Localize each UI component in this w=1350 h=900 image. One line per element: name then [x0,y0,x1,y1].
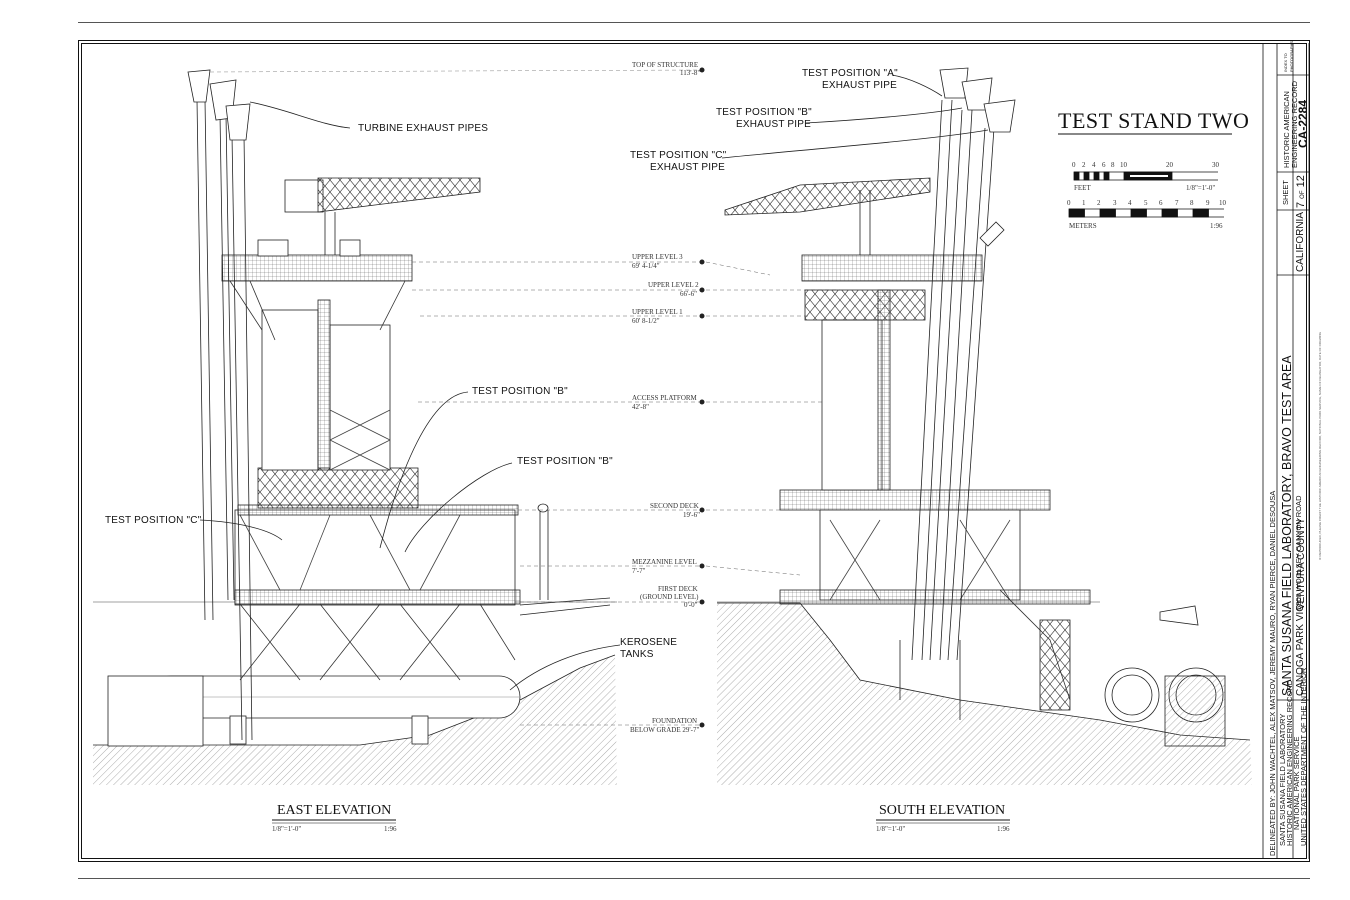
level-label: FIRST DECK [658,585,698,593]
south-elevation-scale: 1/8"=1'-0" [876,825,906,833]
east-elevation-drawing [93,69,701,785]
test-position-b-callout: TEST POSITION "B" [472,386,568,397]
level-label: UPPER LEVEL 3 [632,253,683,261]
sheet-label: SHEET [1281,179,1290,205]
record-number: CA-2284 [1296,99,1310,148]
level-label: UPPER LEVEL 2 [648,281,699,289]
level-value: 69' 4-1/4" [632,262,660,270]
project-state: CALIFORNIA [1295,211,1306,272]
east-elevation-ratio: 1:96 [384,825,397,833]
east-exhaust-pipes [187,69,701,741]
delineated-by: DELINEATED BY: JOHN WACHTEL, ALEX MATSOV… [1268,490,1277,856]
level-value: BELOW GRADE 29'-7" [630,726,700,734]
meters-ratio: 1:96 [1210,222,1223,230]
level-label: TOP OF STRUCTURE [632,61,699,69]
scale-tick: 3 [1113,199,1117,207]
project-county: VENTURA COUNTY [1296,517,1307,610]
south-elevation-title: SOUTH ELEVATION [879,803,1006,818]
south-elevation-drawing [717,67,1252,785]
kerosene-tanks-callout: KEROSENE [620,637,678,648]
scale-tick: 0 [1067,199,1071,207]
level-reference-lines [412,261,880,726]
scale-tick: 0 [1072,161,1076,169]
south-ground [717,603,1252,785]
scale-tick: 8 [1190,199,1194,207]
reproduction-note: IF REPRODUCED, PLEASE CREDIT THE HISTORI… [1318,332,1322,560]
test-position-c-callout: TEST POSITION "C" [105,515,202,526]
exhaust-b-callout: TEST POSITION "B" [716,107,812,118]
level-value: 66'-6" [680,290,697,298]
scale-tick: 6 [1102,161,1106,169]
south-tower [821,319,883,491]
exhaust-a-callout-2: EXHAUST PIPE [822,80,898,91]
east-tower-left [261,309,319,471]
feet-scale-bar [1073,171,1218,181]
meter-scale-bar [1068,208,1224,218]
meters-label: METERS [1069,222,1097,230]
sheet-bottom-edge [78,878,1310,879]
drawing-title: TEST STAND TWO [1058,108,1250,133]
level-label: FOUNDATION [652,717,698,725]
sheet-top-edge [78,22,1310,23]
index-line-1: INDEX TO [1283,53,1288,72]
turbine-exhaust-callout: TURBINE EXHAUST PIPES [358,123,489,134]
level-value: 42'-8" [632,403,649,411]
scale-tick: 6 [1159,199,1163,207]
south-elevation-ratio: 1:96 [997,825,1010,833]
feet-ratio: 1/8"=1'-0" [1186,184,1216,192]
east-elevation-scale: 1/8"=1'-0" [272,825,302,833]
title-block-lines [1262,43,1310,859]
scale-tick: 10 [1219,199,1226,207]
sheet-current: 7 [1295,201,1307,208]
exhaust-c-callout: TEST POSITION "C" [630,150,727,161]
scale-tick: 8 [1111,161,1115,169]
scale-tick: 20 [1166,161,1173,169]
sheet-total: 12 [1295,175,1307,188]
scale-tick: 2 [1082,161,1086,169]
level-value: 0'-0" [684,601,698,609]
drawing-border-inner [81,43,1307,859]
east-elevation-title: EAST ELEVATION [277,803,392,818]
level-value: 60' 8-1/2" [632,317,660,325]
level-label: UPPER LEVEL 1 [632,308,683,316]
level-value: 7'-7" [632,567,646,575]
exhaust-c-callout-2: EXHAUST PIPE [650,162,726,173]
scale-tick: 1 [1082,199,1086,207]
test-position-b-callout-2: TEST POSITION "B" [517,456,613,467]
project-title: SANTA SUSANA FIELD LABORATORY, BRAVO TES… [1280,355,1294,696]
level-markers [699,67,705,728]
east-tower-right [329,324,391,471]
sheet-number: 7 OF 12 [1295,175,1307,208]
scale-tick: 30 [1212,161,1219,169]
sheet-of: OF [1300,190,1306,199]
feet-label: FEET [1074,184,1091,192]
scale-tick: 7 [1175,199,1179,207]
scale-tick: 5 [1144,199,1148,207]
level-value: 113'-8" [680,69,701,77]
scale-tick: 2 [1097,199,1101,207]
scale-tick: 4 [1128,199,1132,207]
project-place: CANOGA PARK VIC. [1295,601,1306,696]
drawing-border-outer [78,40,1310,862]
level-value: 19'-6" [683,511,700,519]
level-label: ACCESS PLATFORM [632,394,697,402]
level-label: SECOND DECK [650,502,699,510]
east-ground [93,655,617,785]
index-line-2: PHOTOGRAPHS [1289,40,1294,72]
exhaust-a-callout: TEST POSITION "A" [802,68,898,79]
scale-tick: 9 [1206,199,1210,207]
exhaust-b-callout-2: EXHAUST PIPE [736,119,812,130]
scale-tick: 4 [1092,161,1096,169]
level-label: MEZZANINE LEVEL [632,558,697,566]
scale-tick: 10 [1120,161,1127,169]
south-exhaust-pipes [899,67,1016,720]
level-value: (GROUND LEVEL) [640,593,699,601]
kerosene-tanks-callout-2: TANKS [620,649,654,660]
